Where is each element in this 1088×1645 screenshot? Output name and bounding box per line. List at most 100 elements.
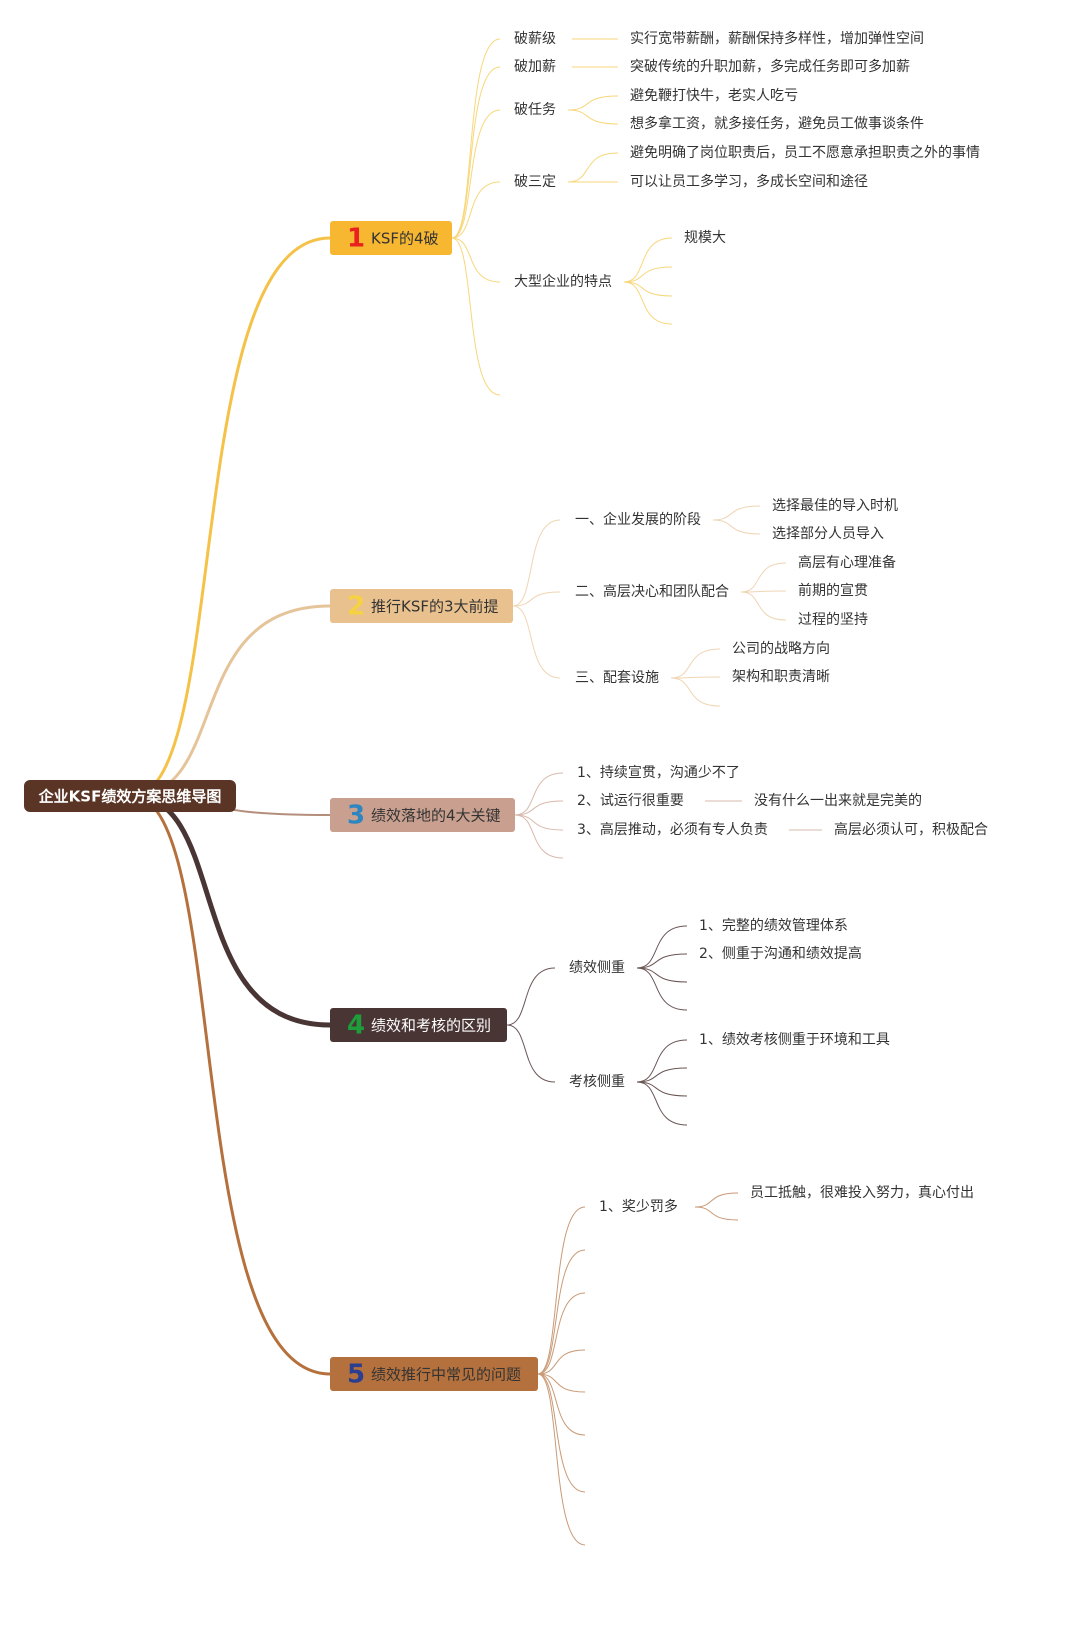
branch-number-badge: 4 [347,1011,365,1041]
topic-label: 二、高层决心和团队配合 [575,583,729,600]
connector-line [636,967,688,1011]
connector-line [670,648,721,679]
leaf-label: 架构和职责清晰 [732,669,830,685]
connector-line [694,1192,739,1208]
connector-line [537,1373,586,1436]
branch-node-label: 绩效落地的4大关键 [371,807,501,825]
branch-number-badge: 1 [347,224,365,254]
branch-number-badge: 3 [347,801,365,831]
leaf-label: 没有什么一出来就是完美的 [754,793,922,809]
connector-line [512,591,561,607]
connector-line [451,181,501,239]
connector-line [670,676,721,679]
root-node[interactable]: 企业KSF绩效方案思维导图 [24,780,236,812]
branch-node-3[interactable]: 3 绩效落地的4大关键 [330,798,515,832]
connector-line [131,793,331,1028]
connector-line [506,1024,556,1083]
connector-line [131,794,331,1376]
connector-line [131,604,331,798]
leaf-label: 高层有心理准备 [798,554,896,571]
connector-line [623,281,673,297]
leaf-label: 避免明确了岗位职责后，员工不愿意承担职责之外的事情 [630,144,980,161]
leaf-label: 高层必须认可，积极配合 [834,821,988,838]
topic-label: 绩效侧重 [569,960,625,976]
connector-line [740,562,787,593]
connector-line [636,1067,688,1083]
connector-line [740,591,787,621]
branch-number-badge: 5 [347,1360,365,1390]
connector-line [537,1373,586,1393]
topic-label: 2、试运行很重要 [577,793,684,809]
branch-node-box [330,1357,538,1391]
connector-line [740,590,787,593]
connector-line [670,677,721,707]
leaf-label: 选择部分人员导入 [772,526,884,542]
leaf-label: 2、侧重于沟通和绩效提高 [699,945,862,962]
leaf-label: 1、绩效考核侧重于环境和工具 [699,1032,890,1048]
topic-label: 3、高层推动，必须有专人负责 [577,821,768,838]
connector-line [636,953,688,969]
connector-line [636,967,688,983]
branch-number-badge: 2 [347,592,365,622]
connector-line [131,236,331,798]
branch-node-box [330,589,513,623]
connector-line [567,109,619,125]
connector-line [512,519,561,607]
connector-line [623,281,673,325]
connector-line [636,1081,688,1126]
connector-line [623,237,673,283]
connector-line [694,1206,739,1221]
connector-line [451,66,501,239]
connector-line [512,605,561,679]
leaf-label: 1、完整的绩效管理体系 [699,918,848,934]
connector-line [567,95,619,111]
connector-line [712,505,761,521]
leaf-label: 员工抵触，很难投入努力，真心付出 [750,1185,974,1201]
connector-line [537,1249,586,1375]
leaf-label: 选择最佳的导入时机 [772,498,898,514]
connector-line [636,1039,688,1083]
leaf-label: 想多拿工资，就多接任务，避免员工做事谈条件 [630,115,924,132]
leaf-label: 公司的战略方向 [732,641,830,657]
branch-node-label: 绩效推行中常见的问题 [371,1366,521,1384]
branch-node-4[interactable]: 4 绩效和考核的区别 [330,1008,507,1042]
topic-label: 破薪级 [514,31,556,47]
branch-node-1[interactable]: 1 KSF的4破 [330,221,452,255]
connector-line [537,1373,586,1546]
leaf-label: 规模大 [684,230,726,246]
connector-line [451,237,501,396]
root-node-label: 企业KSF绩效方案思维导图 [38,788,222,806]
connector-line [451,109,501,239]
branch-node-label: 绩效和考核的区别 [371,1017,491,1035]
topic-label: 考核侧重 [569,1074,625,1090]
leaf-label: 实行宽带薪酬，薪酬保持多样性，增加弹性空间 [630,30,924,47]
connector-line [537,1373,586,1493]
connector-line [712,519,761,535]
topic-label: 破三定 [514,174,556,190]
branch-node-box [330,798,515,832]
branch-node-5[interactable]: 5 绩效推行中常见的问题 [330,1357,538,1391]
branch-node-label: KSF的4破 [371,230,439,248]
connector-line [537,1349,586,1375]
topic-label: 大型企业的特点 [514,273,612,290]
connector-line [623,266,673,283]
leaf-label: 避免鞭打快牛，老实人吃亏 [630,87,798,104]
leaf-label: 过程的坚持 [798,612,868,628]
connector-line [567,152,619,183]
topic-label: 一、企业发展的阶段 [575,511,701,528]
leaf-label: 可以让员工多学习，多成长空间和途径 [630,173,868,190]
connector-line [514,772,564,816]
leaf-label: 前期的宣贯 [798,582,868,599]
connector-line [451,38,501,239]
topic-label: 破任务 [514,102,556,118]
branch-node-box [330,1008,507,1042]
connector-line [514,800,564,816]
topic-label: 1、奖少罚多 [599,1198,678,1215]
branch-node-box [330,221,452,255]
connector-line [506,967,556,1026]
topic-label: 1、持续宣贯，沟通少不了 [577,764,740,781]
connector-line [514,814,564,859]
connector-line [451,237,501,283]
